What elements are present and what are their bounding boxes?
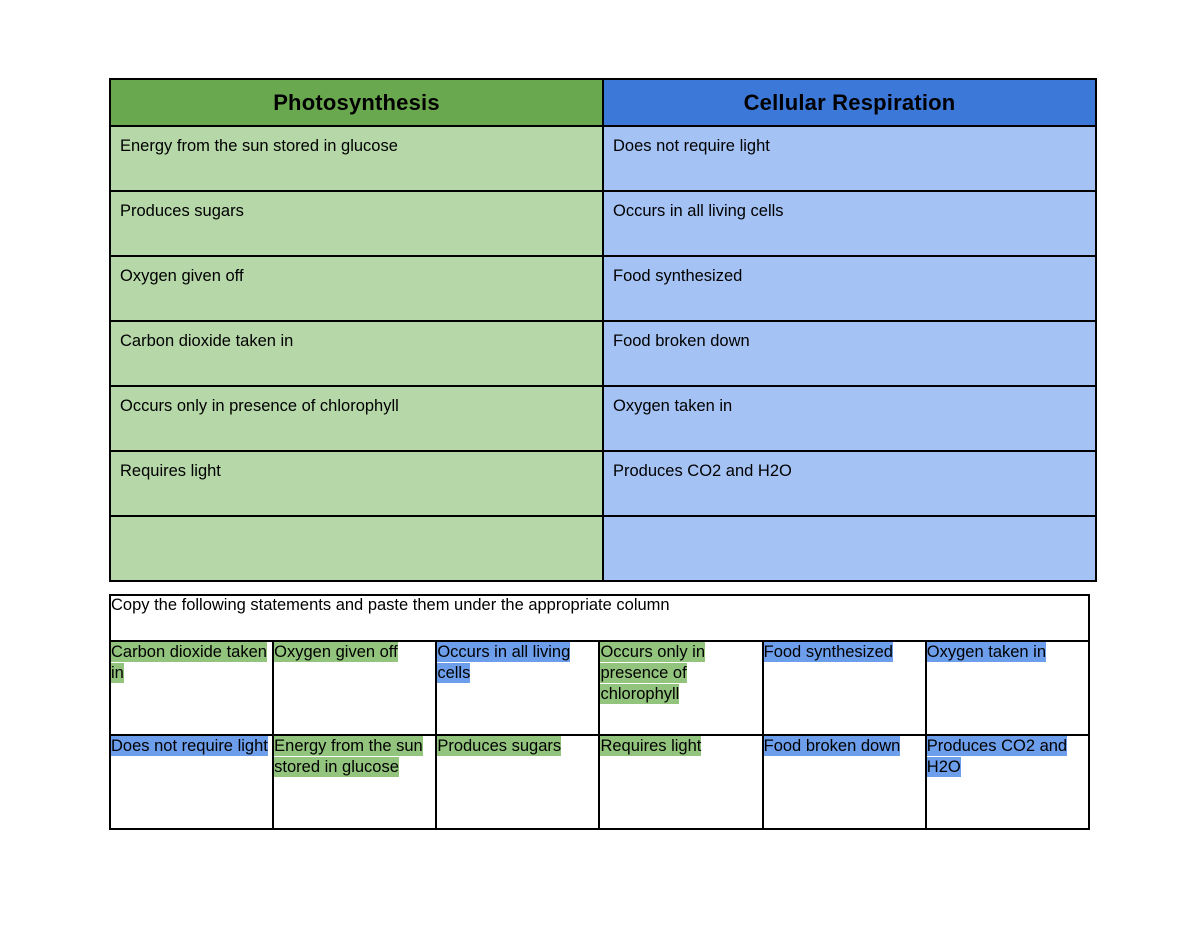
statement-label: Occurs only in presence of chlorophyll (600, 642, 706, 705)
column-header-cellular-respiration: Cellular Respiration (602, 78, 1097, 127)
statement-row: Carbon dioxide taken in Oxygen given off… (108, 640, 1091, 736)
photosynthesis-cell[interactable]: Requires light (109, 450, 604, 517)
statement-cell[interactable]: Oxygen given off (272, 640, 438, 736)
respiration-cell-empty[interactable] (602, 515, 1097, 582)
statement-label: Does not require light (111, 736, 268, 756)
statement-label: Oxygen given off (274, 642, 398, 662)
respiration-cell[interactable]: Does not require light (602, 125, 1097, 192)
statement-cell[interactable]: Requires light (598, 734, 764, 830)
respiration-cell[interactable]: Oxygen taken in (602, 385, 1097, 452)
table-header-row: Photosynthesis Cellular Respiration (109, 78, 1097, 127)
statement-label: Carbon dioxide taken in (111, 642, 267, 684)
table-row: Energy from the sun stored in glucose Do… (109, 125, 1097, 192)
statement-cell[interactable]: Food synthesized (761, 640, 927, 736)
photosynthesis-cell-empty[interactable] (109, 515, 604, 582)
statement-label: Produces CO2 and H2O (926, 736, 1068, 778)
respiration-cell[interactable]: Food synthesized (602, 255, 1097, 322)
statement-label: Requires light (600, 736, 702, 756)
photosynthesis-vs-respiration-table: Photosynthesis Cellular Respiration Ener… (109, 78, 1097, 582)
table-row-empty (109, 515, 1097, 582)
instruction-text: Copy the following statements and paste … (109, 594, 1090, 642)
statement-label: Produces sugars (437, 736, 562, 756)
photosynthesis-cell[interactable]: Oxygen given off (109, 255, 604, 322)
statements-word-bank-table: Copy the following statements and paste … (108, 594, 1091, 830)
statement-cell[interactable]: Carbon dioxide taken in (108, 640, 275, 736)
instruction-row: Copy the following statements and paste … (109, 594, 1090, 642)
respiration-cell[interactable]: Produces CO2 and H2O (602, 450, 1097, 517)
comparison-table-body: Energy from the sun stored in glucose Do… (109, 125, 1097, 582)
statement-cell[interactable]: Produces sugars (435, 734, 601, 830)
statement-cell[interactable]: Energy from the sun stored in glucose (272, 734, 438, 830)
photosynthesis-cell[interactable]: Produces sugars (109, 190, 604, 257)
statement-cell[interactable]: Occurs only in presence of chlorophyll (598, 640, 764, 736)
photosynthesis-cell[interactable]: Energy from the sun stored in glucose (109, 125, 604, 192)
table-row: Requires light Produces CO2 and H2O (109, 450, 1097, 517)
statement-label: Energy from the sun stored in glucose (274, 736, 423, 778)
table-row: Carbon dioxide taken in Food broken down (109, 320, 1097, 387)
statement-label: Occurs in all living cells (437, 642, 571, 684)
respiration-cell[interactable]: Occurs in all living cells (602, 190, 1097, 257)
statement-label: Oxygen taken in (926, 642, 1047, 662)
statement-cell[interactable]: Does not require light (108, 734, 275, 830)
statement-row: Does not require light Energy from the s… (108, 734, 1091, 830)
respiration-cell[interactable]: Food broken down (602, 320, 1097, 387)
statement-cell[interactable]: Food broken down (761, 734, 927, 830)
statement-label: Food broken down (763, 736, 901, 756)
statement-label: Food synthesized (763, 642, 893, 662)
photosynthesis-cell[interactable]: Occurs only in presence of chlorophyll (109, 385, 604, 452)
column-header-photosynthesis: Photosynthesis (109, 78, 604, 127)
statements-table-body: Copy the following statements and paste … (108, 594, 1091, 830)
table-row: Occurs only in presence of chlorophyll O… (109, 385, 1097, 452)
table-row: Produces sugars Occurs in all living cel… (109, 190, 1097, 257)
photosynthesis-cell[interactable]: Carbon dioxide taken in (109, 320, 604, 387)
statement-cell[interactable]: Occurs in all living cells (435, 640, 601, 736)
statement-cell[interactable]: Produces CO2 and H2O (924, 734, 1091, 830)
table-row: Oxygen given off Food synthesized (109, 255, 1097, 322)
statement-cell[interactable]: Oxygen taken in (924, 640, 1091, 736)
